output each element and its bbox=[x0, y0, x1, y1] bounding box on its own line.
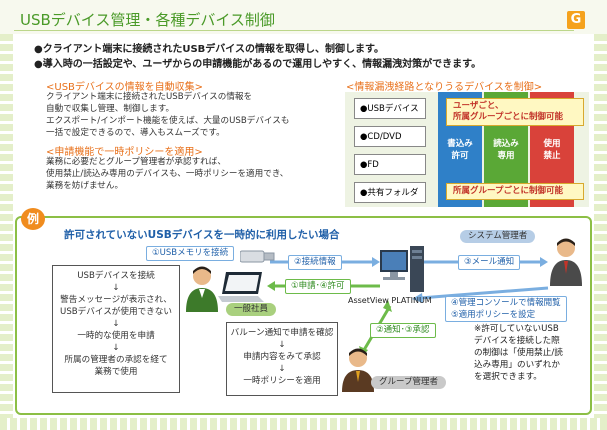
arrow-console bbox=[419, 286, 549, 300]
section-request-heading: <申請機能で一時ポリシーを適用> bbox=[46, 147, 203, 158]
section-usb-heading: <USBデバイスの情報を自動収集> bbox=[46, 82, 203, 93]
step-line: ④管理コンソールで情報閲覧 bbox=[451, 298, 561, 308]
flow-line: 一時ポリシーを適用 bbox=[243, 376, 321, 386]
group-admin-person-icon bbox=[342, 348, 374, 392]
device-fd: ●FD bbox=[354, 154, 426, 175]
page-title: USBデバイス管理・各種デバイス制御 bbox=[20, 11, 275, 29]
callout-line: 所属グループごとに制御可能 bbox=[453, 112, 563, 122]
step-connection-info: ②接続情報 bbox=[288, 255, 342, 270]
flow-arrow: ↓ bbox=[278, 364, 286, 374]
step-connect-usb: ①USBメモリを接続 bbox=[146, 246, 235, 261]
product-label: AssetView PLATINUM bbox=[348, 296, 432, 305]
step-line: ⑤適用ポリシーを設定 bbox=[451, 310, 536, 320]
flow-line: バルーン通知で申請を確認 bbox=[230, 328, 334, 338]
flow-arrow: ↓ bbox=[112, 343, 120, 353]
usage-note: ※許可していないUSB デバイスを接続した際 の制御は「使用禁止/読 込み専用」… bbox=[474, 323, 563, 383]
text-line: 一括で設定できるので、導入もスムーズです。 bbox=[46, 128, 225, 138]
bullet-2: ●導入時の一括設定や、ユーザからの申請機能があるので運用しやすく、情報漏洩対策が… bbox=[34, 59, 482, 70]
step-mail-notice: ③メール通知 bbox=[458, 255, 521, 270]
flow-line: 申請内容をみて承認 bbox=[243, 352, 321, 362]
example-badge: 例 bbox=[21, 208, 45, 230]
text-line: 使用禁止/読込み専用のデバイスも、一時ポリシーを適用でき、 bbox=[46, 169, 289, 179]
section-request-body: 業務に必要だとグループ管理者が承認すれば、 使用禁止/読込み専用のデバイスも、一… bbox=[46, 156, 288, 192]
flow-line: 業務で使用 bbox=[94, 367, 138, 377]
note-line: 込み専用」のいずれか bbox=[474, 360, 560, 370]
right-stripe bbox=[594, 34, 607, 430]
title-divider bbox=[14, 30, 574, 31]
group-admin-flow-box: バルーン通知で申請を確認 ↓ 申請内容をみて承認 ↓ 一時ポリシーを適用 bbox=[226, 322, 338, 396]
flow-arrow: ↓ bbox=[112, 319, 120, 329]
laptop-icon bbox=[218, 272, 264, 302]
role-group-admin: グループ管理者 bbox=[371, 376, 446, 389]
column-label-line: 禁止 bbox=[543, 151, 561, 161]
callout-line: ユーザごと、 bbox=[453, 101, 504, 111]
callout-group: 所属グループごとに制御可能 bbox=[446, 183, 584, 200]
note-line: ※許可していないUSB bbox=[474, 324, 559, 334]
column-prohibit-label: 使用 禁止 bbox=[530, 138, 574, 162]
bullet-1: ●クライアント端末に接続されたUSBデバイスの情報を取得し、制御します。 bbox=[34, 44, 384, 55]
category-badge: G bbox=[567, 11, 585, 29]
left-stripe bbox=[0, 34, 13, 430]
flow-line: 一時的な使用を申請 bbox=[77, 331, 155, 341]
column-label-line: 許可 bbox=[451, 151, 469, 161]
arrow-head bbox=[383, 300, 392, 312]
usb-memory-icon bbox=[240, 250, 275, 263]
example-title: 許可されていないUSBデバイスを一時的に利用したい場合 bbox=[64, 229, 340, 241]
arrow-head bbox=[267, 281, 275, 291]
bottom-stripe bbox=[0, 418, 607, 430]
employee-person-icon bbox=[186, 266, 218, 312]
flow-arrow: ↓ bbox=[112, 283, 120, 293]
column-label-line: 専用 bbox=[497, 151, 515, 161]
system-admin-person-icon bbox=[550, 238, 582, 286]
text-line: エクスポート/インポート機能を使えば、大量のUSBデバイスも bbox=[46, 116, 290, 126]
flow-arrow: ↓ bbox=[278, 340, 286, 350]
text-line: 業務を妨げません。 bbox=[46, 181, 124, 191]
control-heading: <情報漏洩経路となりうるデバイスを制御> bbox=[346, 82, 543, 93]
column-write-label: 書込み 許可 bbox=[438, 138, 482, 162]
step-notify-approve: ②通知･③承認 bbox=[370, 323, 436, 338]
arrow-head bbox=[412, 293, 423, 303]
role-employee: 一般社員 bbox=[226, 303, 277, 316]
role-system-admin: システム管理者 bbox=[460, 230, 536, 243]
step-console-policy: ④管理コンソールで情報閲覧 ⑤適用ポリシーを設定 bbox=[445, 296, 567, 322]
flow-line: 所属の管理者の承認を経て bbox=[64, 355, 168, 365]
callout-user-group: ユーザごと、 所属グループごとに制御可能 bbox=[446, 98, 584, 126]
arrow-head bbox=[540, 257, 548, 267]
server-icon bbox=[380, 246, 424, 292]
employee-flow-box: USBデバイスを接続 ↓ 警告メッセージが表示され、 USBデバイスが使用できな… bbox=[52, 265, 180, 393]
device-usb: ●USBデバイス bbox=[354, 98, 426, 119]
note-line: の制御は「使用禁止/読 bbox=[474, 348, 563, 358]
flow-line: USBデバイスが使用できない bbox=[60, 307, 172, 317]
column-label-line: 読込み bbox=[493, 139, 519, 149]
section-usb-body: クライアント端末に接続されたUSBデバイスの情報を 自動で収集し管理、制御します… bbox=[46, 91, 289, 139]
note-line: デバイスを接続した際 bbox=[474, 336, 560, 346]
flow-line: 警告メッセージが表示され、 bbox=[60, 295, 172, 305]
note-line: を選択できます。 bbox=[474, 372, 542, 382]
text-line: 自動で収集し管理、制御します。 bbox=[46, 104, 175, 114]
header-bar bbox=[0, 0, 607, 34]
text-line: 業務に必要だとグループ管理者が承認すれば、 bbox=[46, 157, 226, 167]
device-cd-dvd: ●CD/DVD bbox=[354, 126, 426, 147]
flow-line: USBデバイスを接続 bbox=[77, 271, 155, 281]
device-shared-folder: ●共有フォルダ bbox=[354, 182, 426, 203]
column-label-line: 使用 bbox=[543, 139, 561, 149]
text-line: クライアント端末に接続されたUSBデバイスの情報を bbox=[46, 92, 253, 102]
arrow-head bbox=[372, 257, 380, 267]
column-read-label: 読込み 専用 bbox=[484, 138, 528, 162]
column-label-line: 書込み bbox=[447, 139, 473, 149]
step-request-permit: ①申請･④許可 bbox=[285, 279, 351, 294]
